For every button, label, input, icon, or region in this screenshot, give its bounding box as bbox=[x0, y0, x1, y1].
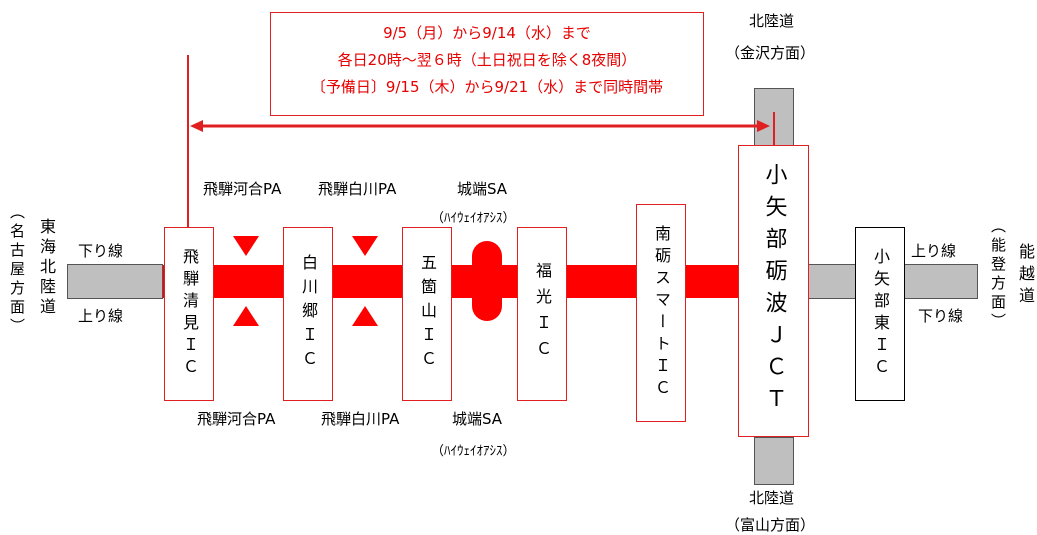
notice-line-2: 各日20時～翌６時（土日祝日を除く8夜間） bbox=[337, 51, 637, 69]
east-road-name: 能越道 bbox=[1016, 243, 1035, 309]
hida-shirakawa-pa-top-label: 飛騨白川PA bbox=[318, 180, 397, 198]
jct-oyabe-tonami: 小矢部砺波ＪＣＴ bbox=[738, 145, 809, 437]
closure-notice: 9/5（月）から9/14（水）まで 各日20時～翌６時（土日祝日を除く8夜間） … bbox=[270, 12, 704, 116]
ic-nanto-smart-label: 南砺スマートＩＣ bbox=[652, 225, 671, 401]
ic-shirakawago-label: 白川郷ＩＣ bbox=[299, 254, 318, 374]
leader-line-right bbox=[773, 112, 775, 145]
west-up-label: 上り線 bbox=[78, 307, 124, 325]
east-road-a bbox=[808, 264, 856, 299]
east-road-name-text: 能越道 bbox=[1016, 243, 1035, 309]
ic-oyabe-higashi: 小矢部東ＩＣ bbox=[855, 227, 905, 401]
hida-shirakawa-pa-bottom-label: 飛騨白川PA bbox=[321, 410, 400, 428]
hida-kawai-pa-down-marker bbox=[233, 236, 259, 256]
notice-line-1: 9/5（月）から9/14（水）まで bbox=[383, 24, 591, 42]
south-direction: （富山方面） bbox=[725, 516, 816, 534]
ic-gokayama: 五箇山ＩＣ bbox=[402, 227, 452, 401]
north-direction: （金沢方面） bbox=[725, 44, 816, 62]
east-road-b bbox=[904, 264, 978, 299]
jct-oyabe-tonami-label: 小矢部砺波ＪＣＴ bbox=[761, 163, 787, 419]
ic-hida-kiyomi: 飛騨清見ＩＣ bbox=[164, 227, 214, 401]
west-direction-text: （名古屋方面） bbox=[8, 204, 26, 337]
ic-shirakawago: 白川郷ＩＣ bbox=[283, 227, 333, 401]
ic-gokayama-label: 五箇山ＩＣ bbox=[418, 254, 437, 374]
west-road bbox=[67, 264, 163, 299]
west-down-label: 下り線 bbox=[78, 242, 124, 260]
south-road bbox=[754, 437, 794, 485]
jouhana-sa-top-label: 城端SA bbox=[457, 180, 508, 198]
west-road-name: 東海北陸道 bbox=[37, 218, 56, 318]
hida-kawai-pa-up-marker bbox=[233, 306, 259, 326]
highway-oasis-top-label: （ﾊｲｳｪｲｵｱｼｽ） bbox=[431, 211, 516, 226]
hida-kawai-pa-top-label: 飛騨河合PA bbox=[203, 180, 282, 198]
east-up-label: 上り線 bbox=[911, 242, 957, 260]
notice-line-3: 〔予備日〕9/15（木）から9/21（水）まで同時間帯 bbox=[310, 78, 664, 96]
north-road-name: 北陸道 bbox=[749, 12, 795, 30]
east-direction-text: （能登方面） bbox=[989, 218, 1007, 332]
leader-line-left bbox=[187, 55, 189, 227]
ic-hida-kiyomi-label: 飛騨清見ＩＣ bbox=[180, 248, 199, 380]
hida-kawai-pa-bottom-label: 飛騨河合PA bbox=[197, 410, 276, 428]
ic-oyabe-higashi-label: 小矢部東ＩＣ bbox=[871, 248, 890, 380]
hida-shirakawa-pa-down-marker bbox=[352, 236, 378, 256]
ic-nanto-smart: 南砺スマートＩＣ bbox=[636, 204, 686, 422]
highway-oasis-bottom-label: （ﾊｲｳｪｲｵｱｼｽ） bbox=[431, 444, 516, 459]
jouhana-sa-bottom-label: 城端SA bbox=[452, 410, 503, 428]
ic-fukumitsu-label: 福光ＩＣ bbox=[533, 262, 552, 366]
south-road-name: 北陸道 bbox=[749, 489, 795, 507]
hida-shirakawa-pa-up-marker bbox=[352, 306, 378, 326]
closure-range-arrow bbox=[190, 120, 770, 132]
west-direction: （名古屋方面） bbox=[8, 204, 26, 337]
ic-fukumitsu: 福光ＩＣ bbox=[517, 227, 567, 401]
west-road-name-text: 東海北陸道 bbox=[37, 218, 56, 318]
east-direction: （能登方面） bbox=[989, 218, 1007, 332]
east-down-label: 下り線 bbox=[918, 307, 964, 325]
jouhana-sa-oval bbox=[472, 241, 502, 321]
